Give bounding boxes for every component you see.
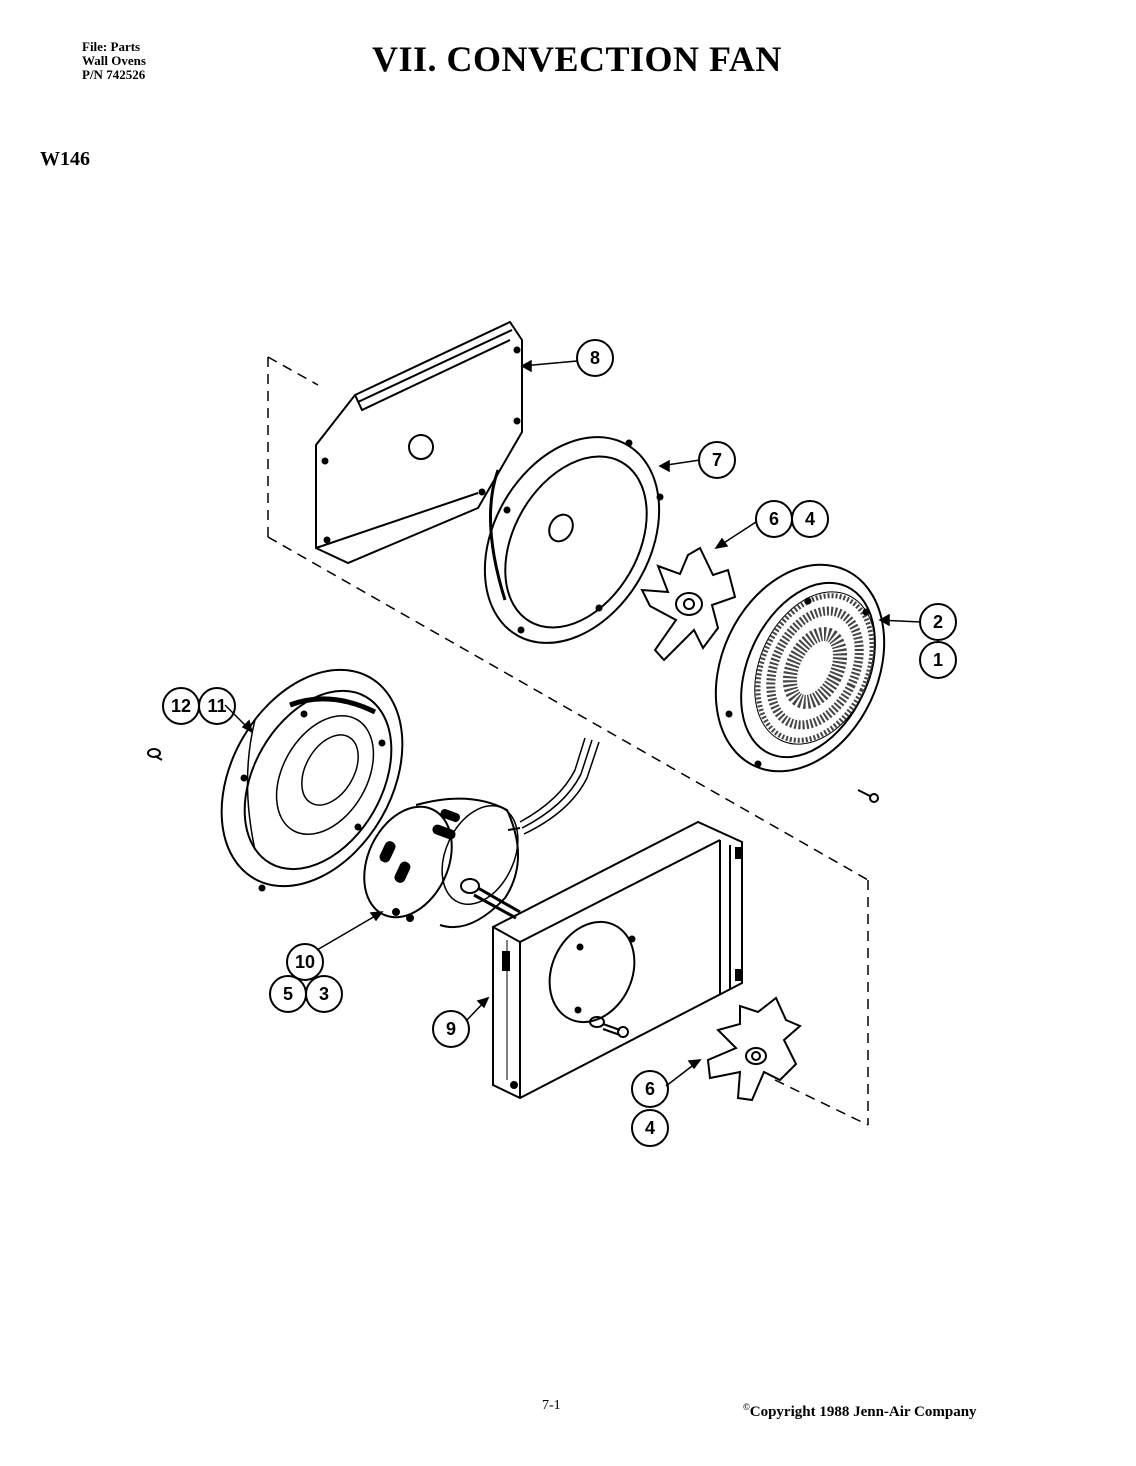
callout-3: 3 [305, 975, 343, 1013]
callout-1: 1 [919, 641, 957, 679]
callout-4-upper: 4 [791, 500, 829, 538]
page-title: VII. CONVECTION FAN [372, 39, 782, 79]
motor-part-10 [363, 737, 600, 929]
model-number: W146 [40, 148, 90, 170]
callout-10: 10 [286, 943, 324, 981]
screw-right [857, 789, 879, 803]
callout-2: 2 [919, 603, 957, 641]
file-info: File: Parts Wall Ovens P/N 742526 [82, 40, 146, 82]
file-line-2: Wall Ovens [82, 53, 146, 68]
callout-4-lower: 4 [631, 1109, 669, 1147]
svg-text:2: 2 [933, 612, 943, 632]
svg-text:10: 10 [295, 952, 315, 972]
svg-text:6: 6 [645, 1079, 655, 1099]
file-line-1: File: Parts [82, 39, 141, 54]
fan-shroud-part-11 [220, 668, 404, 892]
assembly-guide-lines [267, 356, 869, 1126]
callout-12: 12 [162, 687, 200, 725]
fan-blade-lower-part-6 [706, 996, 802, 1102]
callout-6-lower: 6 [631, 1070, 669, 1108]
back-panel-part-8 [315, 320, 523, 565]
copyright-text: Copyright 1988 Jenn-Air Company [749, 1404, 977, 1420]
grille-cover-part-2 [714, 563, 886, 773]
svg-text:1: 1 [933, 650, 943, 670]
svg-text:9: 9 [446, 1019, 456, 1039]
callout-7: 7 [698, 441, 736, 479]
callout-6-upper: 6 [755, 500, 793, 538]
page-number: 7-1 [542, 1398, 561, 1413]
svg-text:3: 3 [319, 984, 329, 1004]
svg-text:4: 4 [805, 509, 815, 529]
svg-text:4: 4 [645, 1118, 655, 1138]
ring-plate-part-7 [483, 436, 664, 644]
svg-text:5: 5 [283, 984, 293, 1004]
copyright-notice: ©Copyright 1988 Jenn-Air Company [743, 1402, 977, 1420]
svg-text:7: 7 [712, 450, 722, 470]
svg-text:12: 12 [171, 696, 191, 716]
callout-5: 5 [269, 975, 307, 1013]
svg-text:8: 8 [590, 348, 600, 368]
fan-blade-upper-part-6 [640, 546, 737, 662]
callout-11: 11 [198, 687, 236, 725]
screw-left [147, 748, 163, 761]
file-line-3: P/N 742526 [82, 67, 146, 82]
svg-text:6: 6 [769, 509, 779, 529]
motor-bracket-part-9 [492, 820, 743, 1100]
svg-text:11: 11 [207, 696, 226, 716]
callout-8: 8 [576, 339, 614, 377]
leader-lines [224, 359, 922, 1087]
callout-9: 9 [432, 1010, 470, 1048]
